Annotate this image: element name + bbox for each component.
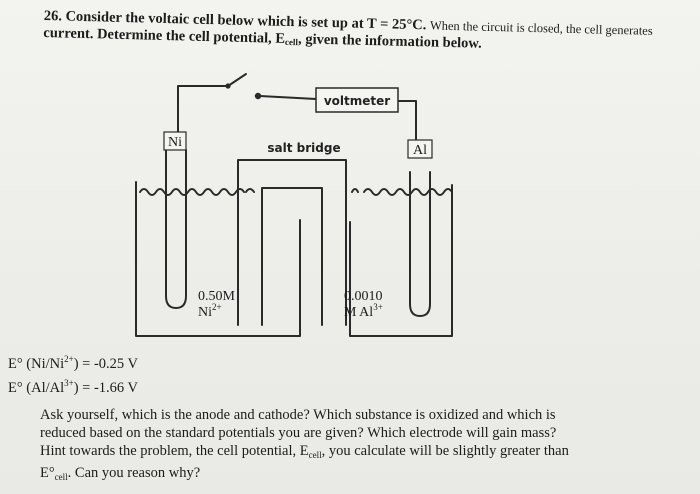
al-potential: E° (Al/Al3+) = -1.66 V bbox=[8, 377, 139, 396]
left-solution-ion: Ni2+ bbox=[198, 302, 222, 320]
right-solution-concentration: 0.0010 bbox=[344, 289, 383, 304]
salt-bridge-outer bbox=[237, 159, 347, 326]
wire-to-voltmeter bbox=[259, 95, 317, 100]
ni-electrode bbox=[165, 149, 187, 309]
right-beaker bbox=[349, 184, 453, 337]
hint-line-4: E°cell. Can you reason why? bbox=[40, 465, 201, 482]
right-solution-ion: M Al3+ bbox=[344, 302, 383, 320]
left-solution-surface bbox=[139, 188, 255, 196]
left-beaker bbox=[135, 181, 301, 337]
al-electrode-label: Al bbox=[413, 143, 427, 158]
voltmeter-label: voltmeter bbox=[324, 94, 390, 108]
hint-paragraph: Ask yourself, which is the anode and cat… bbox=[40, 406, 660, 486]
switch-pivot bbox=[225, 83, 231, 89]
left-solution-concentration: 0.50M bbox=[198, 289, 236, 304]
hint-line-1: Ask yourself, which is the anode and cat… bbox=[40, 407, 556, 423]
ni-electrode-label: Ni bbox=[168, 135, 182, 150]
hint-line-2: reduced based on the standard potentials… bbox=[40, 425, 557, 441]
right-solution-surface bbox=[351, 188, 453, 196]
left-wire bbox=[177, 85, 229, 133]
right-wire bbox=[397, 100, 417, 141]
standard-potentials: E° (Ni/Ni2+) = -0.25 V E° (Al/Al3+) = -1… bbox=[8, 350, 138, 398]
hint-line-3: Hint towards the problem, the cell poten… bbox=[40, 443, 569, 460]
voltmeter-box bbox=[315, 87, 399, 113]
al-label-box bbox=[407, 139, 433, 159]
ni-label-box bbox=[163, 131, 187, 151]
al-electrode bbox=[409, 171, 431, 317]
switch-arm bbox=[227, 73, 247, 87]
salt-bridge-inner bbox=[261, 187, 323, 326]
ni-potential: E° (Ni/Ni2+) = -0.25 V bbox=[8, 354, 139, 372]
salt-bridge-label: salt bridge bbox=[267, 141, 340, 155]
